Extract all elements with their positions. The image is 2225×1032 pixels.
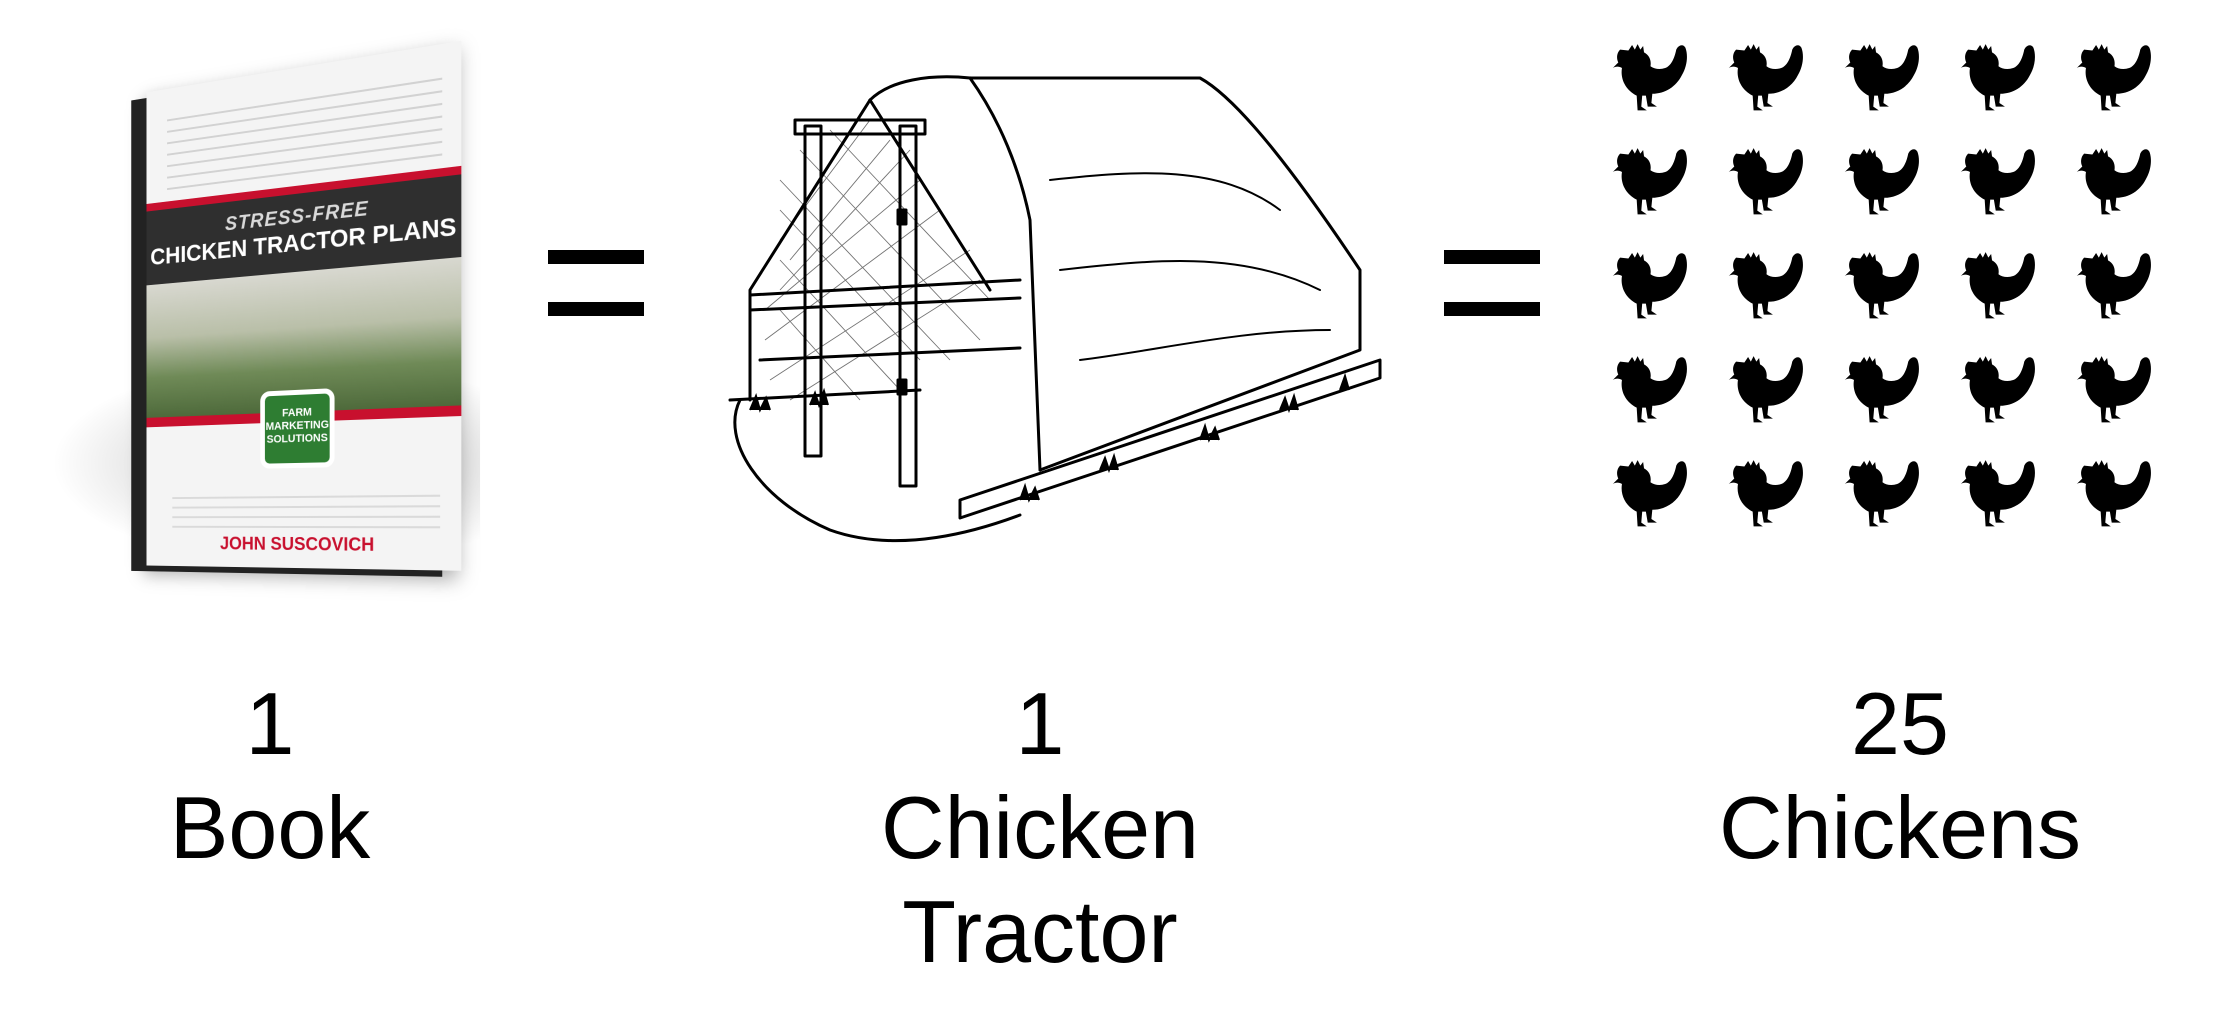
chicken-silhouette-icon xyxy=(1958,138,2050,230)
equals-bar xyxy=(548,302,644,316)
rail-low xyxy=(758,346,1022,362)
skid-front xyxy=(958,358,1382,520)
chicken-silhouette-icon xyxy=(1842,34,1934,126)
cover-logo: FARM MARKETING SOLUTIONS xyxy=(260,388,335,469)
chicken-grid xyxy=(1610,34,2190,554)
grass xyxy=(749,372,1350,503)
book-name: Book xyxy=(169,778,371,877)
tarp-wrinkle xyxy=(1079,329,1331,361)
rail-mid xyxy=(748,278,1022,297)
book-label: 1 Book xyxy=(120,672,420,880)
chickens-count: 25 xyxy=(1851,674,1949,773)
equals-sign-1 xyxy=(548,250,644,326)
chicken-silhouette-icon xyxy=(1610,138,1702,230)
chicken-silhouette-icon xyxy=(1610,450,1702,542)
chicken-silhouette-icon xyxy=(2074,450,2166,542)
book-count: 1 xyxy=(245,674,295,773)
chicken-silhouette-icon xyxy=(2074,34,2166,126)
chicken-silhouette-icon xyxy=(1610,346,1702,438)
chicken-silhouette-icon xyxy=(1842,450,1934,542)
equals-bar xyxy=(1444,302,1540,316)
chicken-silhouette-icon xyxy=(1726,450,1818,542)
cover-fine-print xyxy=(172,486,441,529)
equals-bar xyxy=(1444,250,1540,264)
chicken-silhouette-icon xyxy=(1726,346,1818,438)
chicken-silhouette-icon xyxy=(1726,242,1818,334)
equals-sign-2 xyxy=(1444,250,1540,326)
book-cover-icon: STRESS-FREE CHICKEN TRACTOR PLANS FARM M… xyxy=(40,28,480,588)
door-post-right xyxy=(898,124,918,488)
chicken-silhouette-icon xyxy=(1958,450,2050,542)
tractor-count: 1 xyxy=(1015,674,1065,773)
chicken-silhouette-icon xyxy=(1958,34,2050,126)
hinge xyxy=(896,378,908,396)
rail-mid xyxy=(748,296,1022,312)
equals-bar xyxy=(548,250,644,264)
chicken-silhouette-icon xyxy=(1842,138,1934,230)
chicken-silhouette-icon xyxy=(1958,242,2050,334)
chicken-silhouette-icon xyxy=(1842,242,1934,334)
chicken-tractor-illustration xyxy=(728,75,1382,543)
tractor-name: Chicken xyxy=(881,778,1199,877)
chickens-label: 25 Chickens xyxy=(1660,672,2140,880)
mesh xyxy=(764,119,991,401)
frame-right xyxy=(868,98,992,292)
chickens-name: Chickens xyxy=(1719,778,2081,877)
tarp-wrinkle xyxy=(1049,172,1281,211)
chicken-silhouette-icon xyxy=(2074,346,2166,438)
chicken-silhouette-icon xyxy=(1610,242,1702,334)
tractor-label: 1 Chicken Tractor xyxy=(820,672,1260,984)
hinge xyxy=(896,208,908,226)
tarp-outline xyxy=(868,75,1362,472)
chicken-silhouette-icon xyxy=(1610,34,1702,126)
chicken-silhouette-icon xyxy=(2074,138,2166,230)
tractor-name-line2: Tractor xyxy=(902,882,1178,981)
chicken-silhouette-icon xyxy=(1842,346,1934,438)
chicken-silhouette-icon xyxy=(1958,346,2050,438)
tarp-front-edge xyxy=(968,76,1042,472)
cover-author: JOHN SUSCOVICH xyxy=(220,533,375,555)
book-cover: STRESS-FREE CHICKEN TRACTOR PLANS FARM M… xyxy=(146,40,462,571)
tarp-wrinkle xyxy=(1059,260,1321,291)
chicken-silhouette-icon xyxy=(1726,138,1818,230)
frame-left xyxy=(748,98,872,402)
chicken-silhouette-icon xyxy=(2074,242,2166,334)
ground-outline xyxy=(733,398,1022,543)
chicken-silhouette-icon xyxy=(1726,34,1818,126)
